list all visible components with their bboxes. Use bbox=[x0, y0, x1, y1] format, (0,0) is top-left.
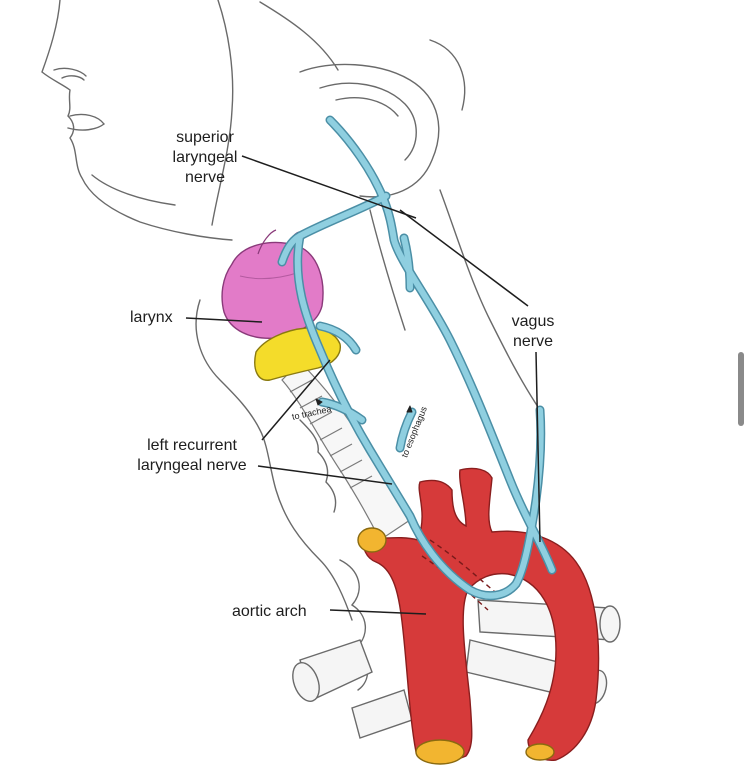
label-left-recurrent-laryngeal-nerve: left recurrent laryngeal nerve bbox=[124, 436, 260, 476]
scrollbar-thumb[interactable] bbox=[738, 352, 744, 426]
label-left-recurrent-line-2: laryngeal nerve bbox=[124, 456, 260, 476]
label-vagus-line-1: vagus bbox=[498, 312, 568, 332]
label-vagus-nerve: vagus nerve bbox=[498, 312, 568, 352]
label-superior-line-3: nerve bbox=[150, 168, 260, 188]
label-aortic-arch: aortic arch bbox=[232, 602, 307, 622]
leader-superior bbox=[242, 156, 416, 218]
label-superior-line-1: superior bbox=[150, 128, 260, 148]
label-vagus-line-2: nerve bbox=[498, 332, 568, 352]
label-superior-laryngeal-nerve: superior laryngeal nerve bbox=[150, 128, 260, 188]
label-left-recurrent-line-1: left recurrent bbox=[124, 436, 260, 456]
trachea bbox=[282, 362, 410, 540]
label-superior-line-2: laryngeal bbox=[150, 148, 260, 168]
label-larynx: larynx bbox=[130, 308, 173, 328]
nerves bbox=[282, 120, 552, 596]
